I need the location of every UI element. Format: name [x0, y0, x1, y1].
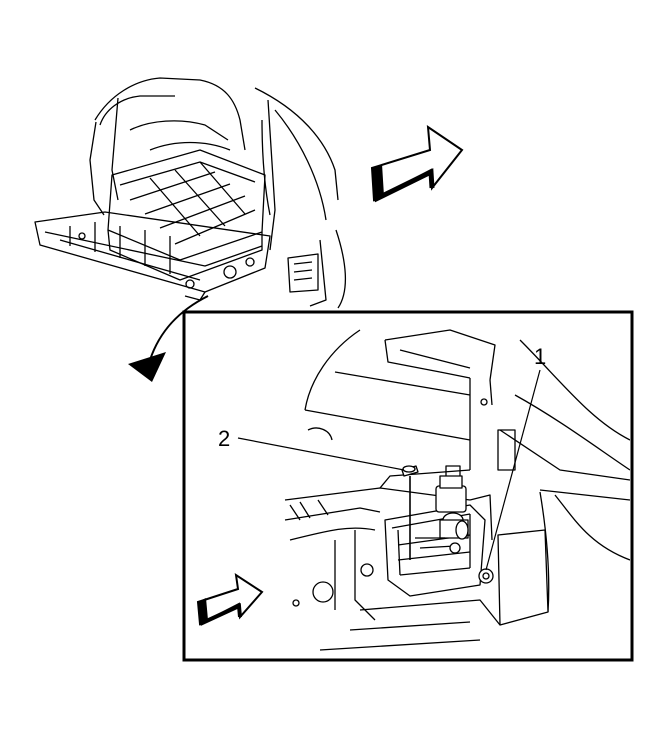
- callout-label-2: 2: [218, 426, 230, 451]
- direction-arrow-top-icon: [370, 124, 464, 203]
- direction-arrow-bottom-icon: [196, 572, 264, 626]
- callout-1-leader: [485, 369, 541, 571]
- detail-inset-drawing: [284, 329, 630, 651]
- callout-label-1: 1: [534, 344, 546, 369]
- detail-leader-arrow-icon: [128, 295, 209, 382]
- callout-2-leader: [237, 437, 405, 471]
- vehicle-overview: [34, 77, 347, 309]
- detail-inset-frame: [182, 310, 634, 662]
